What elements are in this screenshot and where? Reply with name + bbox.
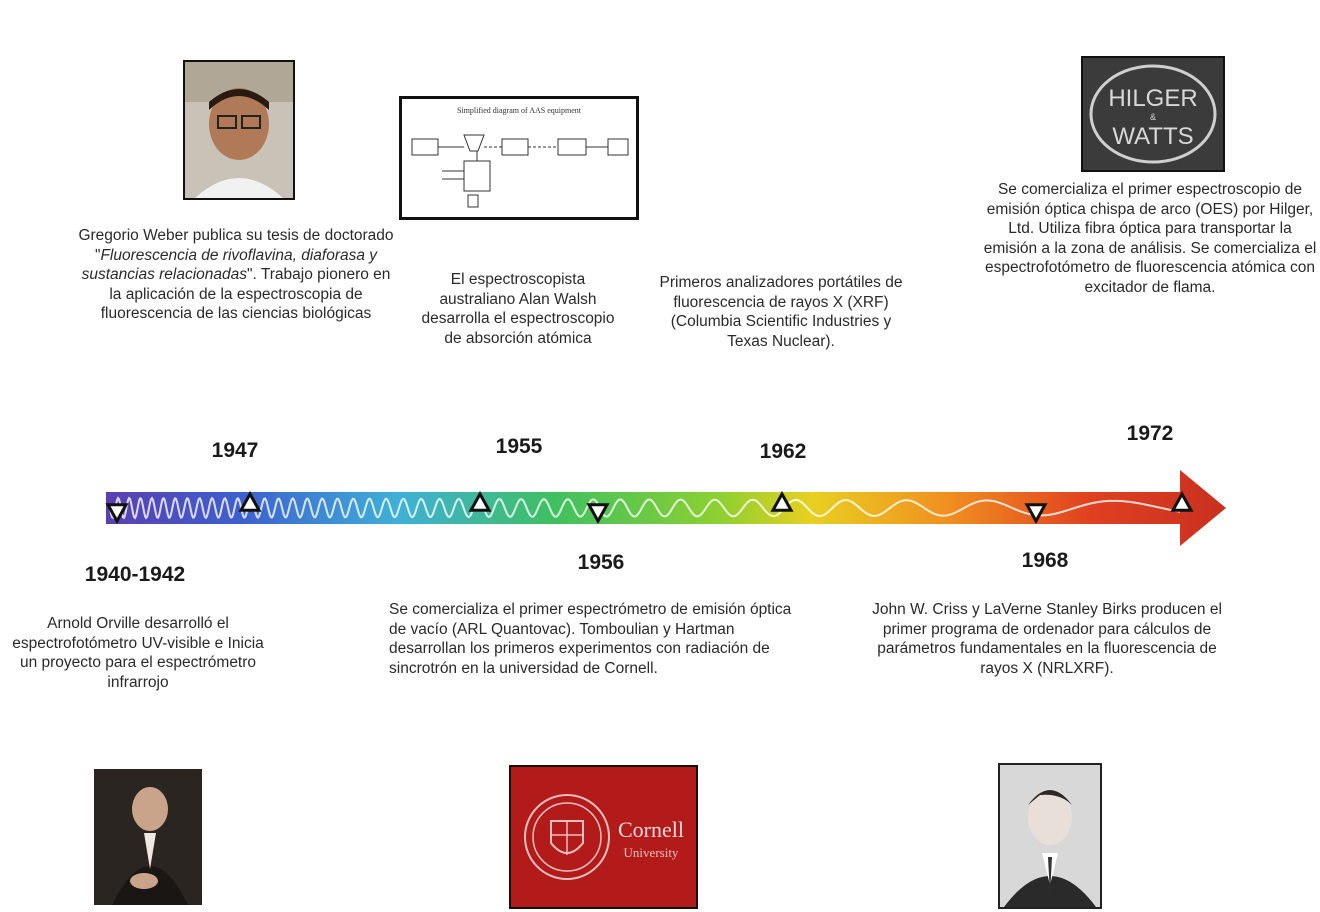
year-1955: 1955	[495, 435, 543, 458]
timeline-marker-1956	[586, 503, 610, 525]
hilger-description: Se comercializa el primer espectroscopio…	[983, 181, 1317, 296]
hilger-logo-icon: HILGER & WATTS	[1083, 58, 1223, 170]
orville-photo	[94, 769, 202, 905]
timeline-marker-1968	[1024, 503, 1048, 525]
weber-thesis-title: Fluorescencia de rivoflavina, diaforasa …	[81, 246, 378, 284]
timeline-marker-1955	[468, 490, 492, 512]
logo-text-hilger: HILGER	[1108, 85, 1197, 112]
aas-diagram-image: Simplified diagram of AAS equipment	[399, 96, 639, 220]
orville-description: Arnold Orville desarrolló el espectrofot…	[12, 615, 264, 691]
diagram-caption: Simplified diagram of AAS equipment	[457, 106, 582, 115]
year-1956: 1956	[577, 551, 625, 574]
logo-text-watts: WATTS	[1112, 123, 1193, 150]
person-portrait-icon	[1000, 765, 1100, 907]
year-1947: 1947	[211, 439, 259, 462]
weber-photo	[183, 60, 295, 200]
year-1972: 1972	[1126, 422, 1174, 445]
timeline-marker-1972	[1170, 490, 1194, 512]
criss-description: John W. Criss y LaVerne Stanley Birks pr…	[872, 601, 1222, 677]
logo-text-amp: &	[1150, 112, 1156, 122]
timeline-marker-1940-1942	[105, 503, 129, 525]
timeline-marker-1947	[238, 490, 262, 512]
cornell-text: Cornell	[618, 817, 684, 842]
spectrum-wave	[109, 496, 1181, 520]
weber-text-1: Gregorio Weber publica su tesis de docto…	[78, 227, 394, 264]
walsh-description: El espectroscopista australiano Alan Wal…	[421, 271, 615, 347]
spectrum-arrow-body	[106, 470, 1226, 546]
year-1968: 1968	[1021, 549, 1069, 572]
hilger-watts-logo: HILGER & WATTS	[1081, 56, 1225, 172]
weber-description: Gregorio Weber publica su tesis de docto…	[78, 226, 394, 324]
year-1940-1942: 1940-1942	[84, 563, 186, 586]
person-portrait-icon	[94, 769, 202, 905]
cornell-subtext: University	[624, 845, 679, 860]
aas-schematic-icon: Simplified diagram of AAS equipment	[411, 106, 629, 208]
timeline-marker-1962	[770, 490, 794, 512]
criss-photo	[998, 763, 1102, 909]
cornell-logo: Cornell University	[509, 765, 698, 909]
arl-description: Se comercializa el primer espectrómetro …	[389, 601, 792, 677]
weber-text-2: ". Trabajo pionero en la aplicación de l…	[100, 266, 391, 322]
cornell-seal-icon: Cornell University	[524, 794, 684, 880]
year-1962: 1962	[759, 440, 807, 463]
xrf-description: Primeros analizadores portátiles de fluo…	[659, 274, 903, 350]
person-portrait-icon	[185, 62, 293, 198]
